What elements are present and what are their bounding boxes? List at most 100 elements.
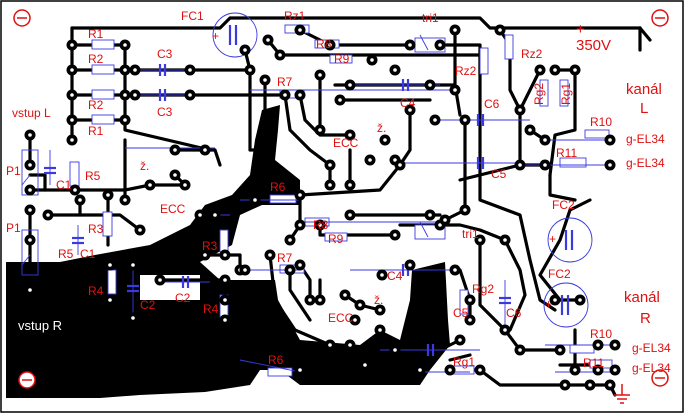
label-r4a: R4 <box>88 284 104 298</box>
drill-hole <box>573 68 577 72</box>
resistor-r2a <box>91 64 115 75</box>
resistor-r6b <box>267 367 293 377</box>
drill-hole <box>578 298 582 302</box>
drill-hole <box>468 318 472 322</box>
drill-hole <box>213 213 217 217</box>
drill-hole <box>188 93 192 97</box>
drill-hole <box>263 78 267 82</box>
resistor-r5a <box>69 161 80 187</box>
resistor-r2b <box>91 89 115 100</box>
drill-hole <box>298 223 302 227</box>
resistor-rg2a <box>539 79 549 107</box>
drill-hole <box>298 263 302 267</box>
drill-hole <box>443 218 447 222</box>
copper-tracks <box>28 16 652 397</box>
label-r6b: R6 <box>268 353 284 367</box>
drill-hole <box>28 188 32 192</box>
capacitor-c6b <box>499 280 511 330</box>
drill-hole <box>613 368 617 372</box>
label-c4b: C4 <box>387 269 403 283</box>
capacitor-c3b <box>135 89 190 101</box>
drill-hole <box>468 298 472 302</box>
resistor-r4a <box>107 269 117 295</box>
drill-hole <box>123 93 127 97</box>
drill-hole <box>393 348 397 352</box>
label-c2b: C2 <box>175 291 191 305</box>
label-rg1b: Rg1 <box>453 355 475 369</box>
mounting-hole-icon <box>651 9 669 27</box>
drill-hole <box>393 233 397 237</box>
label-r10a: R10 <box>590 115 612 129</box>
label-c1a: C1 <box>56 178 72 192</box>
drill-hole <box>28 288 32 292</box>
resistor-r3b <box>219 229 229 253</box>
filter-cap-fc2-bottom <box>543 282 589 328</box>
drill-hole <box>458 338 462 342</box>
label-ecc-left: ECC <box>160 202 186 216</box>
label-rg2a: Rg2 <box>532 83 546 105</box>
drill-hole <box>108 298 112 302</box>
drill-hole <box>393 68 397 72</box>
label-r6a: R6 <box>270 180 286 194</box>
drill-hole <box>596 343 600 347</box>
resistor-r9b <box>324 232 348 242</box>
potentiometer-p1-bottom <box>21 229 39 276</box>
label-kanal-l: kanál <box>626 81 662 98</box>
drill-hole <box>298 368 302 372</box>
drill-hole <box>348 133 352 137</box>
label-z-b: ž. <box>377 121 386 135</box>
drill-hole <box>223 298 227 302</box>
drill-hole <box>343 293 347 297</box>
drill-hole <box>288 238 292 242</box>
label-rg1a: Rg1 <box>559 83 573 105</box>
label-out-b: g-EL34 <box>626 156 665 170</box>
label-kanal-r-ch: R <box>640 310 651 327</box>
label-plus-hv: + <box>576 21 585 38</box>
label-r9a: R9 <box>334 52 350 66</box>
drill-hole <box>528 128 532 132</box>
drill-hole <box>448 368 452 372</box>
drill-hole <box>318 223 322 227</box>
capacitor-c5a <box>400 157 520 169</box>
drill-hole <box>543 138 547 142</box>
labels: FC1 + Rz1 tri1 + 350V Rz2 Rz2 R1 R2 R2 R… <box>6 9 671 375</box>
drill-hole <box>223 318 227 322</box>
label-rz2-left: Rz2 <box>455 64 477 78</box>
drill-hole <box>453 28 457 32</box>
label-tri1-bottom: tri1 <box>462 227 479 241</box>
drill-hole <box>353 318 357 322</box>
drill-hole <box>243 48 247 52</box>
label-r2b: R2 <box>88 98 104 112</box>
gnd-island <box>60 288 118 330</box>
drill-hole <box>183 183 187 187</box>
drill-hole <box>553 298 557 302</box>
label-r3: R3 <box>88 222 104 236</box>
label-plus-fc2a: + <box>549 232 556 246</box>
drill-hole <box>78 198 82 202</box>
label-z-a: ž. <box>140 159 149 173</box>
label-out-c: g-EL34 <box>632 341 671 355</box>
drill-hole <box>28 208 32 212</box>
capacitor-c3a <box>135 64 190 76</box>
drill-hole <box>478 368 482 372</box>
drill-hole <box>463 208 467 212</box>
drill-hole <box>503 328 507 332</box>
drill-hole <box>308 298 312 302</box>
mounting-hole-icon <box>651 369 669 387</box>
drill-hole <box>268 253 272 257</box>
drill-hole <box>298 193 302 197</box>
label-r7b: R7 <box>277 251 293 265</box>
resistor-r1a <box>91 39 115 50</box>
drill-hole <box>328 43 332 47</box>
drill-hole <box>433 118 437 122</box>
label-r11b: R11 <box>583 356 604 370</box>
drill-hole <box>28 238 32 242</box>
gnd-island <box>225 300 275 350</box>
label-r8b: R8 <box>313 218 329 232</box>
drill-hole <box>203 148 207 152</box>
drill-hole <box>408 43 412 47</box>
mounting-hole-icon <box>13 9 31 27</box>
drill-hole <box>418 368 422 372</box>
